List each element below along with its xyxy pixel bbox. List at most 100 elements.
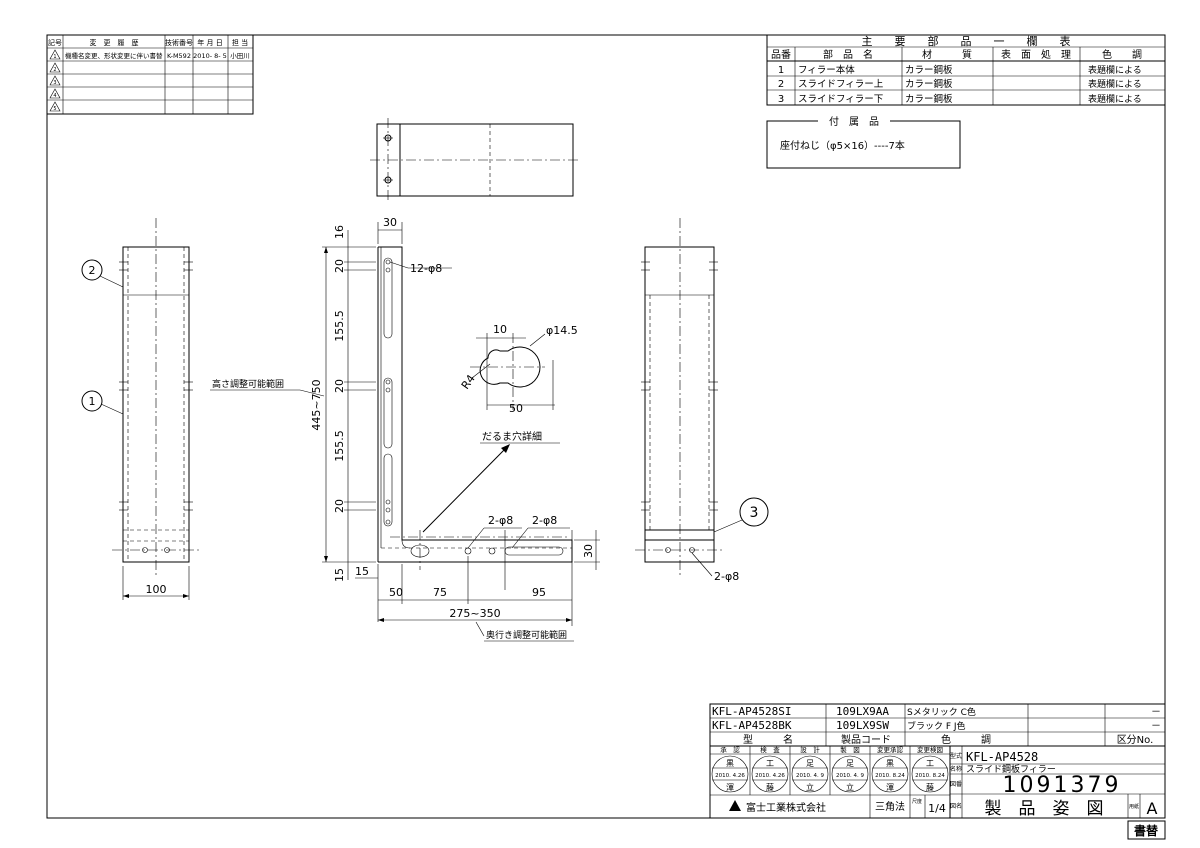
stamp-date-2: 2010. 4.26 xyxy=(755,773,785,779)
parts-row1-material: カラー鋼板 xyxy=(905,64,953,76)
dim-155-b: 155.5 xyxy=(333,430,346,462)
rev-desc-1: 機種名変更、形状変更に伴い書替 xyxy=(65,51,163,60)
stamp-name-bottom-1: 渾 xyxy=(726,782,734,792)
parts-row3-color: 表題欄による xyxy=(1088,93,1142,105)
parts-row3-no: 3 xyxy=(778,94,784,105)
reissue-badge: 書替 xyxy=(1127,820,1166,840)
hole-12-phi8: 12-φ8 xyxy=(410,262,442,275)
revision-triangle-icons xyxy=(49,49,61,112)
parts-row1-color: 表題欄による xyxy=(1088,64,1142,76)
drawing-frame xyxy=(46,34,1166,819)
hole-2-phi8-b: 2-φ8 xyxy=(532,514,557,527)
det-dim-r4: R4 xyxy=(459,372,478,391)
rev-mark-3: 3 xyxy=(53,80,56,86)
front-view-left: 100 2 1 xyxy=(81,218,200,600)
parts-row2-no: 2 xyxy=(778,79,784,90)
parts-row2-material: カラー鋼板 xyxy=(905,78,953,90)
side-label-type: 型式 xyxy=(950,752,962,760)
model-row1-code: 109LX9AA xyxy=(836,705,889,718)
dim-445-750: 445~750 xyxy=(310,379,323,430)
dim-95: 95 xyxy=(532,586,546,599)
model-row2-model: KFL-AP4528BK xyxy=(712,719,792,732)
parts-header-finish: 表 面 処 理 xyxy=(1001,48,1071,61)
parts-header-no: 品番 xyxy=(771,49,791,61)
stamp-name-top-5: 黒 xyxy=(886,759,894,768)
det-dim-10: 10 xyxy=(493,323,507,336)
model-row1-color: Sメタリック C色 xyxy=(907,706,976,718)
side-label-paper: 用紙 xyxy=(1129,803,1139,810)
rev-header-date: 年 月 日 xyxy=(197,38,222,47)
dim-20-c: 20 xyxy=(333,499,346,513)
rev-header-mark: 記号 xyxy=(48,38,62,47)
parts-header-material: 材 質 xyxy=(922,48,972,61)
det-dim-phi145: φ14.5 xyxy=(546,324,578,337)
rev-header-person: 担 当 xyxy=(232,38,248,47)
approval-h3: 設 計 xyxy=(800,745,820,754)
top-view xyxy=(370,118,580,202)
stamp-date-5: 2010. 8.24 xyxy=(875,773,905,779)
title-paper-size: A xyxy=(1147,799,1158,818)
rev-mark-1: 1 xyxy=(53,54,56,60)
approval-h2: 検 査 xyxy=(760,745,780,754)
side-label-drawtitle: 図名 xyxy=(950,802,962,810)
dim-15-h: 15 xyxy=(355,565,369,578)
rev-mark-5: 5 xyxy=(53,106,56,112)
accessories-title: 付 属 品 xyxy=(829,115,879,128)
dim-15-v: 15 xyxy=(333,568,346,582)
side-label-name: 名称 xyxy=(950,765,962,773)
title-drawing-title: 製 品 姿 図 xyxy=(985,799,1104,819)
title-block: KFL-AP4528SI 109LX9AA Sメタリック C色 － KFL-AP… xyxy=(709,703,1166,819)
model-row2-color: ブラック F J色 xyxy=(907,720,966,732)
hole-2-phi8-c: 2-φ8 xyxy=(714,570,739,583)
model-header-category: 区分No. xyxy=(1117,734,1154,746)
title-model-name: KFL-AP4528 xyxy=(966,750,1038,764)
approval-stamps xyxy=(711,755,949,793)
dim-275-350: 275~350 xyxy=(449,607,500,620)
dim-155-a: 155.5 xyxy=(333,310,346,342)
accessories-item: 座付ねじ（φ5×16）----7本 xyxy=(780,139,905,152)
rev-header-tech: 技術番号 xyxy=(165,38,193,47)
stamp-date-1: 2010. 4.26 xyxy=(715,773,745,779)
approval-h6: 変更検図 xyxy=(917,745,943,754)
rear-view-right: 3 2-φ8 xyxy=(635,218,769,583)
parts-table: 主 要 部 品 一 欄 表 品番 部 品 名 材 質 表 面 処 理 色 調 1… xyxy=(766,34,1166,106)
model-row2-code: 109LX9SW xyxy=(836,719,889,732)
stamp-date-4: 2010. 4. 9 xyxy=(836,773,864,779)
revision-table: 記号 変 更 履 歴 技術番号 年 月 日 担 当 1 2 3 4 5 機種名変… xyxy=(46,34,254,115)
parts-row2-color: 表題欄による xyxy=(1088,78,1142,90)
dim-20-b: 20 xyxy=(333,379,346,393)
hole-detail: 10 φ14.5 R4 50 だるま穴詳細 xyxy=(459,323,578,444)
label-height-adjust: 高さ調整可能範囲 xyxy=(212,378,284,390)
stamp-date-3: 2010. 4. 9 xyxy=(796,773,824,779)
model-row2-extra: － xyxy=(1151,721,1161,732)
dim-30-top: 30 xyxy=(383,216,397,229)
model-row1-model: KFL-AP4528SI xyxy=(712,705,791,718)
parts-row3-material: カラー鋼板 xyxy=(905,93,953,105)
reissue-label: 書替 xyxy=(1134,823,1159,838)
dim-75: 75 xyxy=(433,586,447,599)
title-side-labels xyxy=(950,763,1165,818)
dim-30-right: 30 xyxy=(582,544,595,558)
dim-20-a: 20 xyxy=(333,259,346,273)
stamp-name-top-2: 工 xyxy=(766,759,774,768)
company-logo-icon xyxy=(729,800,741,811)
title-drawing-no: 1091379 xyxy=(1003,773,1122,798)
det-dim-50: 50 xyxy=(509,402,523,415)
accessories-box: 付 属 品 座付ねじ（φ5×16）----7本 xyxy=(766,115,961,169)
model-header-model: 型 名 xyxy=(743,733,793,746)
stamp-date-6: 2010. 8.24 xyxy=(915,773,945,779)
model-header-color: 色 調 xyxy=(941,733,991,746)
balloon-3: 3 xyxy=(750,505,759,521)
rev-person-1: 小田川 xyxy=(230,51,250,60)
approval-h1: 承 認 xyxy=(720,745,740,754)
hole-2-phi8-a: 2-φ8 xyxy=(488,514,513,527)
rev-date-1: 2010- 8- 5 xyxy=(193,52,227,60)
stamp-name-top-3: 足 xyxy=(806,759,814,768)
parts-row2-name: スライドフィラー上 xyxy=(798,79,884,90)
label-hole-detail: だるま穴詳細 xyxy=(482,430,542,443)
stamp-name-bottom-5: 渾 xyxy=(886,782,894,792)
stamp-name-bottom-2: 藤 xyxy=(766,782,774,792)
company-name: 富士工業株式会社 xyxy=(746,801,826,814)
dim-16: 16 xyxy=(333,225,346,239)
balloon-1: 1 xyxy=(89,395,96,408)
